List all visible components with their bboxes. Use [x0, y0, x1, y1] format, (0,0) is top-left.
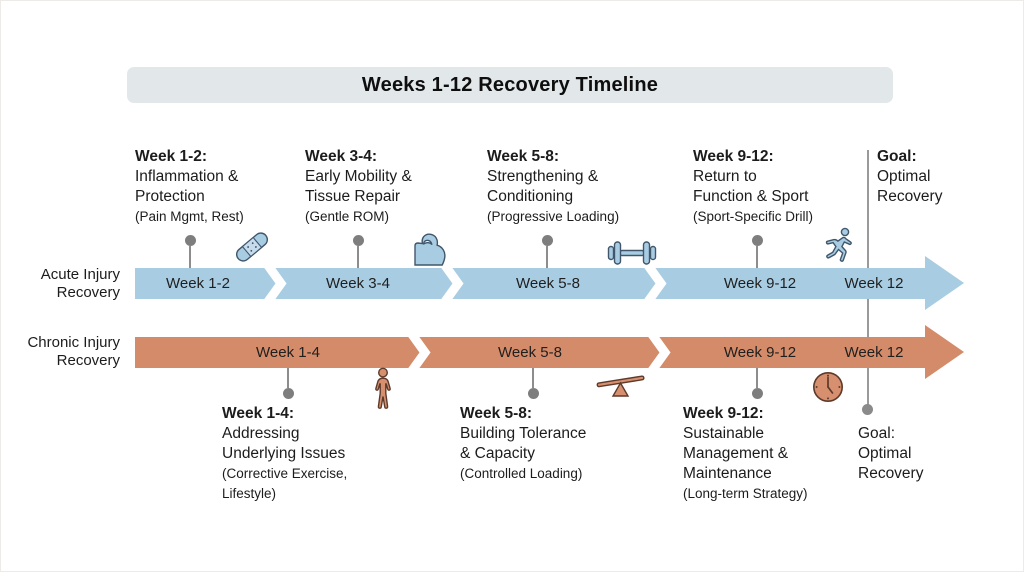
- chevron-separator-icon: [408, 337, 431, 368]
- flexed-bicep-icon: [414, 233, 446, 266]
- chronic-segment: Week 12: [844, 344, 904, 361]
- goal-milestone-dot: [862, 404, 873, 415]
- chronic-timeline-bar: Week 1-4 Week 5-8 Week 9-12 Week 12: [135, 337, 925, 368]
- goal-label-bottom: Goal: Optimal Recovery: [858, 425, 924, 482]
- seesaw-balance-icon: [596, 375, 645, 397]
- person-icon: [375, 367, 391, 409]
- connector-bottom-2: [527, 368, 539, 399]
- clock-icon: [813, 372, 843, 402]
- acute-segment: Week 5-8: [516, 275, 580, 292]
- connector-bottom-1: [282, 368, 294, 399]
- acute-segment: Week 9-12: [723, 275, 797, 292]
- runner-icon: [825, 227, 852, 262]
- chevron-separator-icon: [264, 268, 287, 299]
- connector-top-1: [184, 235, 196, 268]
- chronic-segment: Week 9-12: [723, 344, 797, 361]
- chevron-separator-icon: [644, 268, 667, 299]
- row-label-chronic: Chronic Injury Recovery: [27, 334, 120, 369]
- acute-timeline-bar: Week 1-2 Week 3-4 Week 5-8 Week 9-12 Wee…: [135, 268, 925, 299]
- phase-label-week1-2: Week 1-2: Inflammation & Protection (Pai…: [135, 148, 244, 224]
- acute-segment: Week 1-2: [166, 275, 230, 292]
- chevron-separator-icon: [441, 268, 464, 299]
- acute-arrowhead: [925, 256, 964, 310]
- phase-label-week3-4: Week 3-4: Early Mobility & Tissue Repair…: [305, 148, 412, 224]
- dumbbell-icon: [607, 241, 657, 265]
- phase-label-week9-12-bottom: Week 9-12: Sustainable Management & Main…: [683, 405, 808, 501]
- chronic-segment: Week 1-4: [256, 344, 320, 361]
- goal-label-top: Goal: Optimal Recovery: [877, 148, 943, 205]
- phase-label-week1-4-bottom: Week 1-4: Addressing Underlying Issues (…: [222, 405, 348, 501]
- phase-label-week5-8: Week 5-8: Strengthening & Conditioning (…: [487, 148, 620, 224]
- row-label-acute: Acute Injury Recovery: [40, 266, 120, 301]
- bandage-icon: [235, 232, 269, 262]
- page-title: Weeks 1-12 Recovery Timeline: [127, 67, 893, 103]
- connector-top-3: [541, 235, 553, 268]
- chronic-arrowhead: [925, 325, 964, 379]
- connector-top-4: [751, 235, 763, 268]
- chronic-segment: Week 5-8: [498, 344, 562, 361]
- phase-label-week9-12: Week 9-12: Return to Function & Sport (S…: [693, 148, 814, 224]
- chevron-separator-icon: [648, 337, 671, 368]
- acute-segment: Week 12: [844, 275, 904, 292]
- connector-top-2: [352, 235, 364, 268]
- phase-label-week5-8-bottom: Week 5-8: Building Tolerance & Capacity …: [460, 405, 587, 481]
- acute-segment: Week 3-4: [326, 275, 390, 292]
- connector-bottom-3: [751, 368, 763, 399]
